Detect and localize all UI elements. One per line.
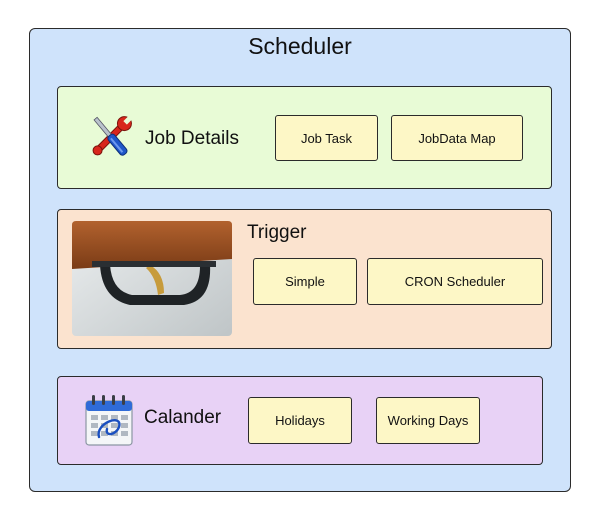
scheduler-title: Scheduler bbox=[248, 33, 352, 59]
calendar-panel: Calander Holidays Working Days bbox=[57, 376, 543, 465]
calendar-title: Calander bbox=[144, 407, 222, 428]
trigger-title: Trigger bbox=[247, 222, 307, 243]
jobdata-map-box: JobData Map bbox=[391, 115, 523, 161]
cron-scheduler-box: CRON Scheduler bbox=[367, 258, 543, 305]
working-days-box: Working Days bbox=[376, 397, 480, 444]
calendar-icon bbox=[85, 395, 133, 446]
trigger-photo bbox=[72, 221, 232, 336]
trigger-panel: Trigger Simple CRON Scheduler bbox=[57, 209, 552, 349]
simple-box: Simple bbox=[253, 258, 357, 305]
holidays-box: Holidays bbox=[248, 397, 352, 444]
tools-icon bbox=[92, 116, 132, 156]
job-details-panel: Job Details Job Task JobData Map bbox=[57, 86, 552, 189]
job-task-box: Job Task bbox=[275, 115, 378, 161]
job-details-title: Job Details bbox=[145, 128, 239, 149]
